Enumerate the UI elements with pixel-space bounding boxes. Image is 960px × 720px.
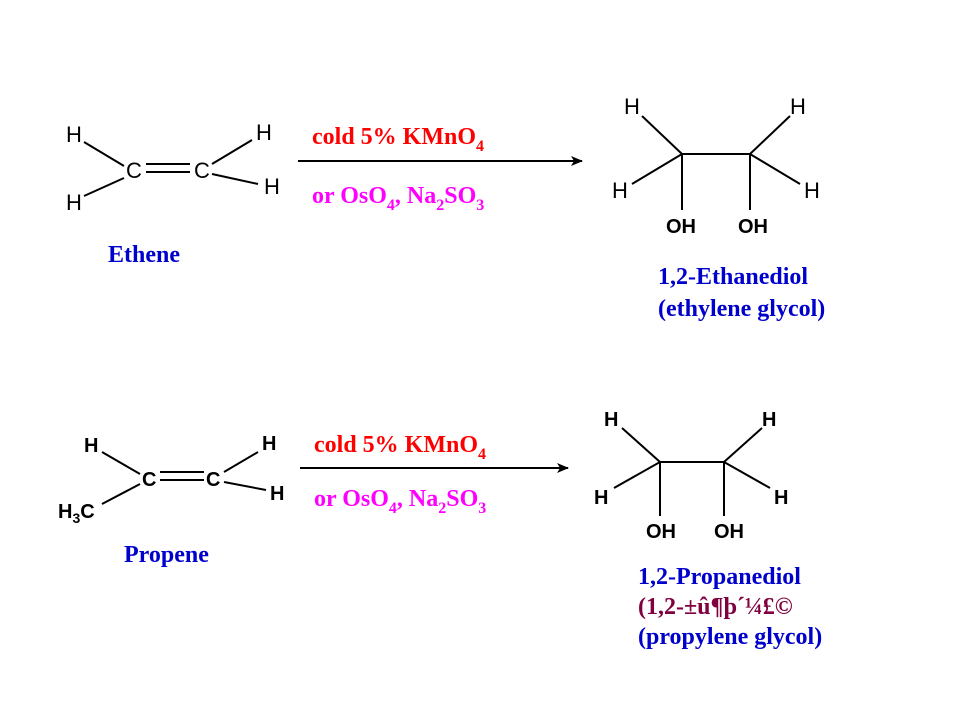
condition-line-1: cold 5% KMnO4 [314,432,486,463]
bond-ca-h1 [621,427,661,463]
atom-c1: C [126,158,142,183]
atom-h4: H [804,178,820,203]
bond-c2-h2 [223,451,259,473]
bond-c2-h3 [223,481,267,491]
reaction-2: H C C H H H3C Propene cold 5% KMnO4 or O… [58,409,822,650]
reaction-2-conditions: cold 5% KMnO4 or OsO4, Na2SO3 [300,432,569,517]
methyl-group: H3C [58,501,95,526]
atom-h2: H [612,178,628,203]
product-common-name-ethylene-glycol: (ethylene glycol) [658,296,825,322]
bond-c2-h4 [211,173,259,185]
product-name-propanediol: 1,2-Propanediol [638,564,801,590]
condition-line-2: or OsO4, Na2SO3 [312,183,484,214]
propene-structure: H C C H H H3C [58,433,284,526]
atom-h1: H [624,94,640,119]
atom-h2: H [66,190,82,215]
atom-h3: H [790,94,806,119]
bond-cb-h3 [749,115,791,155]
atom-oh1: OH [646,521,676,543]
atom-h4: H [264,174,280,199]
atom-h2: H [594,487,608,509]
atom-h3: H [256,120,272,145]
atom-c1: C [142,469,156,491]
condition-line-2: or OsO4, Na2SO3 [314,486,486,517]
bond-h1-c1 [101,451,141,475]
reaction-1: H H C C H H Ethene cold 5% KMnO4 or OsO4… [66,94,825,322]
atom-h3: H [762,409,776,431]
bond-c2-h3 [211,139,253,165]
product-name-ethanediol: 1,2-Ethanediol [658,264,808,290]
atom-h2: H [262,433,276,455]
reactant-name-ethene: Ethene [108,242,180,268]
atom-h1: H [66,122,82,147]
atom-h4: H [774,487,788,509]
atom-oh2: OH [714,521,744,543]
ethanediol-structure: H H H H OH OH [612,94,820,238]
propanediol-structure: H H H H OH OH [594,409,788,543]
reaction-1-conditions: cold 5% KMnO4 or OsO4, Na2SO3 [298,124,583,214]
atom-h3: H [270,483,284,505]
atom-h1: H [84,435,98,457]
bond-h2-c1 [83,177,125,197]
ethene-structure: H H C C H H [66,120,280,215]
bond-h1-c1 [83,141,125,167]
bond-cb-h4 [749,153,801,185]
bond-ch3-c1 [101,483,141,505]
atom-oh1: OH [666,216,696,238]
atom-h1: H [604,409,618,431]
product-common-name-propylene-glycol: (propylene glycol) [638,624,822,650]
atom-c2: C [194,158,210,183]
atom-c2: C [206,469,220,491]
bond-ca-h2 [631,153,683,185]
atom-oh2: OH [738,216,768,238]
product-name-garbled: (1,2-±û¶þ´¼£© [638,594,793,620]
reactant-name-propene: Propene [124,542,209,568]
bond-ca-h2 [613,461,661,489]
condition-line-1: cold 5% KMnO4 [312,124,484,155]
bond-cb-h4 [723,461,771,489]
bond-cb-h3 [723,427,763,463]
bond-ca-h1 [641,115,683,155]
